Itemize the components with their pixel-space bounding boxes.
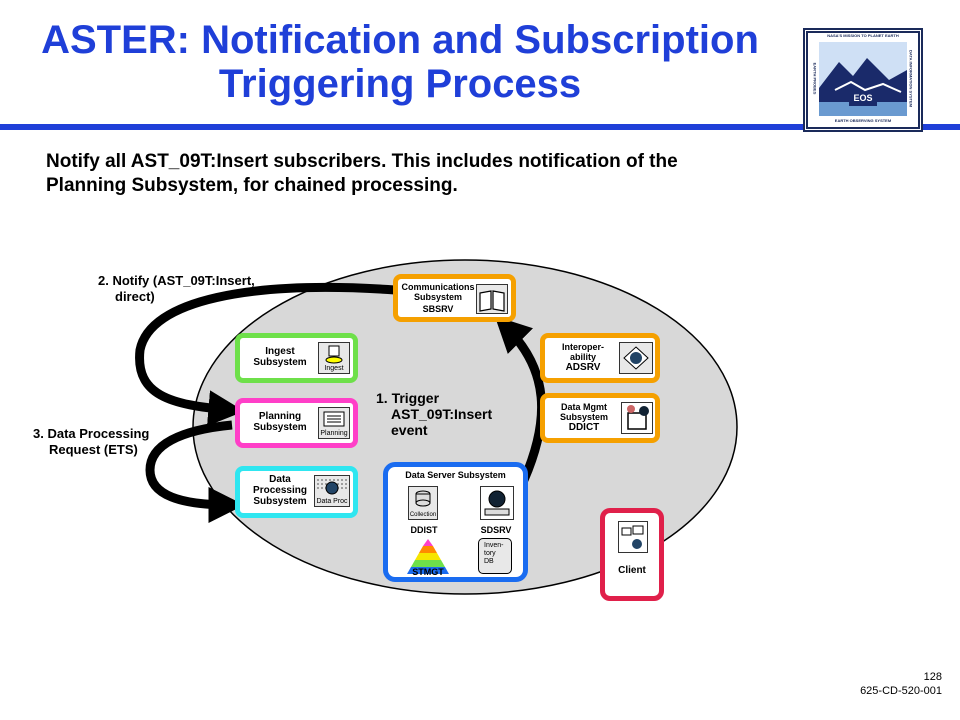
eos-logo: NASA'S MISSION TO PLANET EARTH EOS EARTH… <box>803 28 923 132</box>
dataproc-line-3: Subsystem <box>253 496 307 507</box>
eos-logo-graphic <box>806 31 920 129</box>
document-number: 625-CD-520-001 <box>860 685 942 697</box>
page-number: 128 <box>923 671 942 683</box>
dataserver-title: Data Server Subsystem <box>405 470 506 480</box>
planning-icon-caption: Planning <box>320 430 348 437</box>
step-1-line-1: 1. Trigger <box>376 390 440 406</box>
step-2-line-1: 2. Notify (AST_09T:Insert, <box>98 273 255 288</box>
planning-icon: Planning <box>318 407 350 439</box>
datamgmt-line-2: Subsystem <box>559 412 609 422</box>
inventory-line-3: DB <box>484 558 494 565</box>
ingest-subsystem-box[interactable]: Ingest Subsystem Ingest <box>235 333 358 383</box>
datamgmt-label: Data Mgmt Subsystem DDICT <box>549 402 619 433</box>
data-processing-subsystem-box[interactable]: Data Processing Subsystem Data Proc <box>235 466 358 518</box>
logo-top-text: NASA'S MISSION TO PLANET EARTH <box>827 33 899 38</box>
data-mgmt-subsystem-box[interactable]: Data Mgmt Subsystem DDICT <box>540 393 660 443</box>
ingest-icon-caption: Ingest <box>324 365 344 372</box>
interop-line-1: Interoper- <box>561 342 604 352</box>
sdsrv-label: SDSRV <box>480 525 512 535</box>
ingest-line-1: Ingest <box>265 346 295 357</box>
datamgmt-line-1: Data Mgmt <box>560 402 607 412</box>
dataproc-line-2: Processing <box>253 485 307 496</box>
title-rule <box>0 124 960 130</box>
data-proc-icon: Data Proc <box>314 475 350 507</box>
step-3-line-2: Request (ETS) <box>49 442 138 457</box>
interop-network-icon <box>619 342 653 374</box>
step-2-line-2: direct) <box>115 289 155 304</box>
ingest-line-2: Subsystem <box>253 357 307 368</box>
description-line-2: Planning Subsystem, for chained processi… <box>46 175 458 196</box>
interop-line-3: ADSRV <box>565 362 601 373</box>
title-line-2: Triggering Process <box>218 62 582 106</box>
arrow-notify <box>135 283 396 427</box>
ddist-label: DDIST <box>410 525 438 535</box>
page-footer: 128 625-CD-520-001 <box>790 670 942 698</box>
interoperability-box[interactable]: Interoper- ability ADSRV <box>540 333 660 383</box>
inventory-line-1: Inven- <box>484 542 504 549</box>
sdsrv-globe-icon <box>480 486 514 520</box>
step-1-line-3: event <box>391 422 428 438</box>
description: Notify all AST_09T:Insert subscribers. T… <box>46 150 906 198</box>
step-3-label: 3. Data Processing Request (ETS) <box>33 426 149 458</box>
page-title: ASTER: Notification and Subscription Tri… <box>0 18 800 106</box>
planning-line-2: Subsystem <box>253 422 307 433</box>
collection-icon: Collection <box>408 486 438 520</box>
stmgt-label: STMGT <box>412 567 444 577</box>
step-1-line-2: AST_09T:Insert <box>391 406 493 422</box>
comm-line-3: SBSRV <box>422 304 454 314</box>
ingest-icon: Ingest <box>318 342 350 374</box>
comm-label: Communications Subsystem SBSRV <box>398 282 478 314</box>
interop-label: Interoper- ability ADSRV <box>549 342 617 373</box>
book-icon <box>476 284 508 314</box>
comm-line-1: Communications <box>401 282 475 292</box>
dataproc-label: Data Processing Subsystem <box>244 474 316 507</box>
arrow-dpr <box>145 420 245 523</box>
dataproc-line-1: Data <box>269 474 291 485</box>
client-box[interactable]: Client <box>600 508 664 601</box>
interop-line-2: ability <box>569 352 596 362</box>
inventory-line-2: tory <box>484 550 496 557</box>
planning-line-1: Planning <box>258 411 302 422</box>
planning-label: Planning Subsystem <box>244 411 316 433</box>
client-computer-icon <box>618 521 648 553</box>
comm-line-2: Subsystem <box>413 292 463 302</box>
storage-pyramid-icon <box>407 539 449 574</box>
dataproc-icon-caption: Data Proc <box>316 498 348 505</box>
step-3-line-1: 3. Data Processing <box>33 426 150 441</box>
communications-subsystem-box[interactable]: Communications Subsystem SBSRV <box>393 274 516 322</box>
logo-badge: EOS <box>853 93 873 103</box>
planning-subsystem-box[interactable]: Planning Subsystem Planning <box>235 398 358 448</box>
description-line-1: Notify all AST_09T:Insert subscribers. T… <box>46 151 678 172</box>
step-1-label: 1. Trigger AST_09T:Insert event <box>376 390 492 438</box>
title-line-1: ASTER: Notification and Subscription <box>41 18 759 62</box>
logo-bottom-text: EARTH OBSERVING SYSTEM <box>834 118 892 123</box>
ingest-label: Ingest Subsystem <box>244 346 316 368</box>
data-dictionary-icon <box>621 402 653 434</box>
data-server-subsystem-box[interactable]: Data Server Subsystem Collection DDIST S… <box>383 462 528 582</box>
inventory-db-icon: Inven- tory DB <box>478 538 512 574</box>
collection-icon-caption: Collection <box>409 512 437 518</box>
client-label: Client <box>618 565 646 576</box>
datamgmt-line-3: DDICT <box>568 422 600 433</box>
step-2-label: 2. Notify (AST_09T:Insert, direct) <box>98 273 255 305</box>
